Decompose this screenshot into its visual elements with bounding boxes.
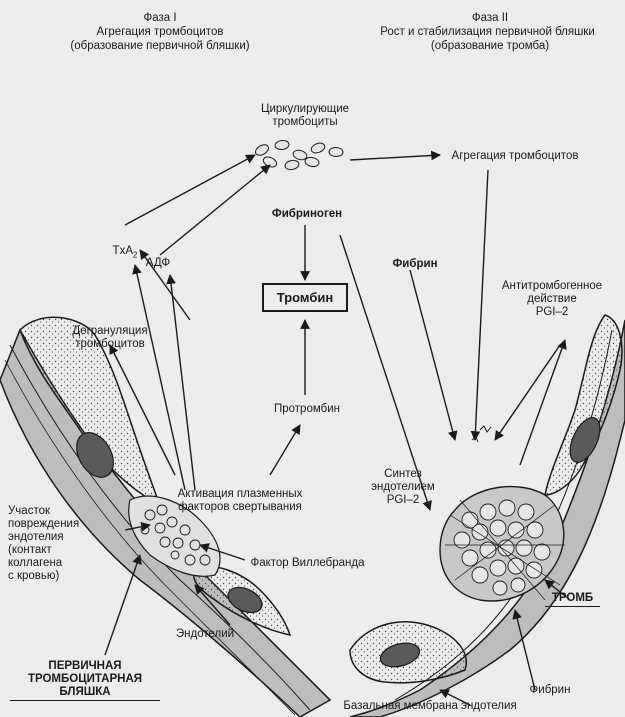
right-endothelial-cell-upper — [544, 314, 623, 496]
phase2-subtitle2: (образование тромба) — [430, 40, 550, 52]
prothrombin-label: Протромбин — [273, 403, 340, 415]
txa2-label: TxA2 — [105, 232, 145, 261]
fibrin-bottom-label: Фибрин — [529, 684, 571, 696]
phase2-title: Фаза II — [471, 12, 509, 24]
phase1-subtitle2: (образование первичной бляшки) — [70, 40, 250, 52]
synthesis-label: Синтез эндотелием PGI–2 — [371, 468, 435, 506]
circulating-platelets-label: Циркулирующие тромбоциты — [260, 103, 350, 128]
degranulation-label: Дегрануляция тромбоцитов — [72, 325, 148, 350]
platelet — [284, 159, 300, 171]
right-endothelial-cell-lower — [349, 621, 467, 684]
antithrombogenic-label: Антитромбогенное действие PGI–2 — [501, 280, 603, 318]
circulating-platelets — [255, 139, 344, 171]
txa2-main: TxA — [112, 245, 133, 257]
endothelium-label: Эндотелий — [175, 628, 235, 640]
phase1-title: Фаза I — [143, 12, 177, 24]
txa2-sub: 2 — [133, 250, 138, 260]
fibrinogen-label: Фибриноген — [271, 208, 343, 220]
primary-plaque-label: ПЕРВИЧНАЯ ТРОМБОЦИТАРНАЯ БЛЯШКА — [10, 660, 160, 701]
platelet — [310, 142, 326, 154]
fibrin-top-label: Фибрин — [392, 258, 438, 270]
platelet — [328, 146, 344, 158]
arrows — [104, 150, 571, 706]
activation-label: Активация плазменных факторов свертывани… — [177, 488, 303, 513]
thrombus-label: ТРОМБ — [545, 592, 600, 607]
left-endothelial-cell-upper — [19, 316, 162, 507]
injury-site-label: Участок повреждения эндотелия (контакт к… — [8, 505, 80, 582]
basal-membrane-label: Базальная мембрана эндотелия — [343, 700, 517, 712]
aggregation-label: Агрегация тромбоцитов — [451, 150, 579, 162]
phase2-subtitle: Рост и стабилизация первичной бляшки — [380, 26, 595, 38]
left-endothelial-cell-lower — [193, 566, 292, 636]
willebrand-label: Фактор Виллебранда — [250, 557, 365, 569]
platelet — [255, 144, 269, 156]
adp-label: АДФ — [145, 257, 171, 269]
platelet — [262, 156, 278, 168]
phase1-subtitle: Агрегация тромбоцитов — [96, 26, 224, 38]
platelet — [292, 149, 308, 161]
thrombus-mass — [439, 485, 565, 602]
thrombin-box: Тромбин — [262, 283, 348, 312]
platelet — [304, 156, 320, 168]
platelet — [274, 139, 290, 151]
